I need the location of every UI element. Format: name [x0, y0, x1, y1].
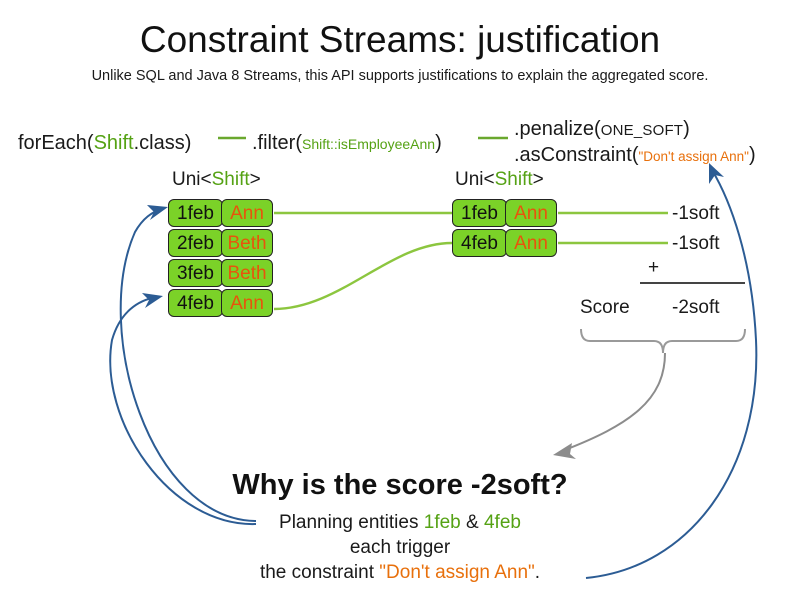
page-subtitle: Unlike SQL and Java 8 Streams, this API … — [91, 68, 709, 84]
code-filter: .filter(Shift::isEmployeeAnn) — [252, 130, 442, 157]
score-label: Score — [580, 297, 630, 318]
penalize-score-level: ONE_SOFT — [600, 122, 684, 139]
uni-right-suffix: > — [532, 169, 544, 190]
shift-employee: Beth — [221, 259, 273, 287]
uni-left-type: Shift — [211, 169, 250, 190]
foreach-suffix: .class) — [133, 132, 192, 154]
shift-card[interactable]: 1feb Ann — [168, 199, 273, 227]
uni-right-type: Shift — [494, 169, 533, 190]
code-as-constraint: .asConstraint("Don't assign Ann") — [514, 142, 756, 170]
shift-date: 4feb — [168, 289, 223, 317]
as-constraint-prefix: .asConstraint( — [514, 144, 639, 166]
shift-card[interactable]: 4feb Ann — [168, 289, 273, 317]
filter-suffix: ) — [435, 132, 442, 154]
shift-employee: Ann — [221, 289, 273, 317]
sum-divider — [640, 282, 745, 284]
explanation-question: Why is the score -2soft? — [232, 469, 568, 501]
explanation-line1-amp: & — [460, 512, 484, 533]
stream-line-4feb — [273, 241, 453, 311]
explanation-line-3: the constraint "Don't assign Ann". — [0, 560, 800, 585]
code-foreach: forEach(Shift.class) — [18, 130, 191, 156]
shift-date: 4feb — [452, 229, 507, 257]
explanation-entity-1feb: 1feb — [423, 512, 461, 533]
shift-date: 2feb — [168, 229, 223, 257]
shift-date: 3feb — [168, 259, 223, 287]
explanation-line3-suffix: . — [534, 562, 541, 583]
shift-employee: Ann — [221, 199, 273, 227]
uni-label-right: Uni<Shift> — [455, 168, 544, 192]
brace-to-question-arrow — [561, 352, 666, 452]
sum-operator: + — [648, 257, 660, 278]
filter-prefix: .filter( — [252, 132, 302, 154]
shift-card[interactable]: 4feb Ann — [452, 229, 557, 257]
stream-cards-left: 1feb Ann 2feb Beth 3feb Beth 4feb Ann — [168, 199, 273, 319]
filter-method-ref: Shift::isEmployeeAnn — [302, 136, 436, 152]
as-constraint-name: "Don't assign Ann" — [638, 149, 749, 164]
score-total: -2soft — [672, 297, 720, 318]
entity-1feb-arrowhead — [147, 205, 168, 220]
explanation-line-1: Planning entities 1feb & 4feb — [0, 510, 800, 535]
stream-cards-right: 1feb Ann 4feb Ann — [452, 199, 557, 259]
code-penalize: .penalize(ONE_SOFT) — [514, 116, 690, 144]
explanation-line1-prefix: Planning entities — [279, 512, 424, 533]
page-title: Constraint Streams: justification — [139, 19, 661, 60]
explanation-line3-prefix: the constraint — [259, 562, 380, 583]
brace-arrowhead — [553, 443, 576, 459]
explanation-line-2: each trigger — [349, 537, 451, 558]
explanation-constraint-name: "Don't assign Ann" — [379, 562, 535, 583]
uni-label-left: Uni<Shift> — [172, 168, 261, 192]
shift-employee: Beth — [221, 229, 273, 257]
penalize-suffix: ) — [683, 118, 690, 140]
shift-date: 1feb — [452, 199, 507, 227]
shift-date: 1feb — [168, 199, 223, 227]
foreach-prefix: forEach( — [18, 132, 94, 154]
shift-card[interactable]: 2feb Beth — [168, 229, 273, 257]
shift-card[interactable]: 3feb Beth — [168, 259, 273, 287]
penalty-value-2: -1soft — [672, 233, 720, 254]
score-brace — [580, 328, 746, 354]
shift-employee: Ann — [505, 199, 557, 227]
uni-left-prefix: Uni< — [172, 169, 212, 190]
as-constraint-suffix: ) — [748, 144, 756, 166]
foreach-type: Shift — [93, 132, 134, 154]
shift-card[interactable]: 1feb Ann — [452, 199, 557, 227]
shift-employee: Ann — [505, 229, 557, 257]
penalty-value-1: -1soft — [672, 203, 720, 224]
explanation-entity-4feb: 4feb — [483, 512, 521, 533]
penalize-prefix: .penalize( — [514, 118, 601, 140]
uni-left-suffix: > — [249, 169, 261, 190]
entity-4feb-arrowhead — [142, 293, 163, 308]
uni-right-prefix: Uni< — [455, 169, 495, 190]
